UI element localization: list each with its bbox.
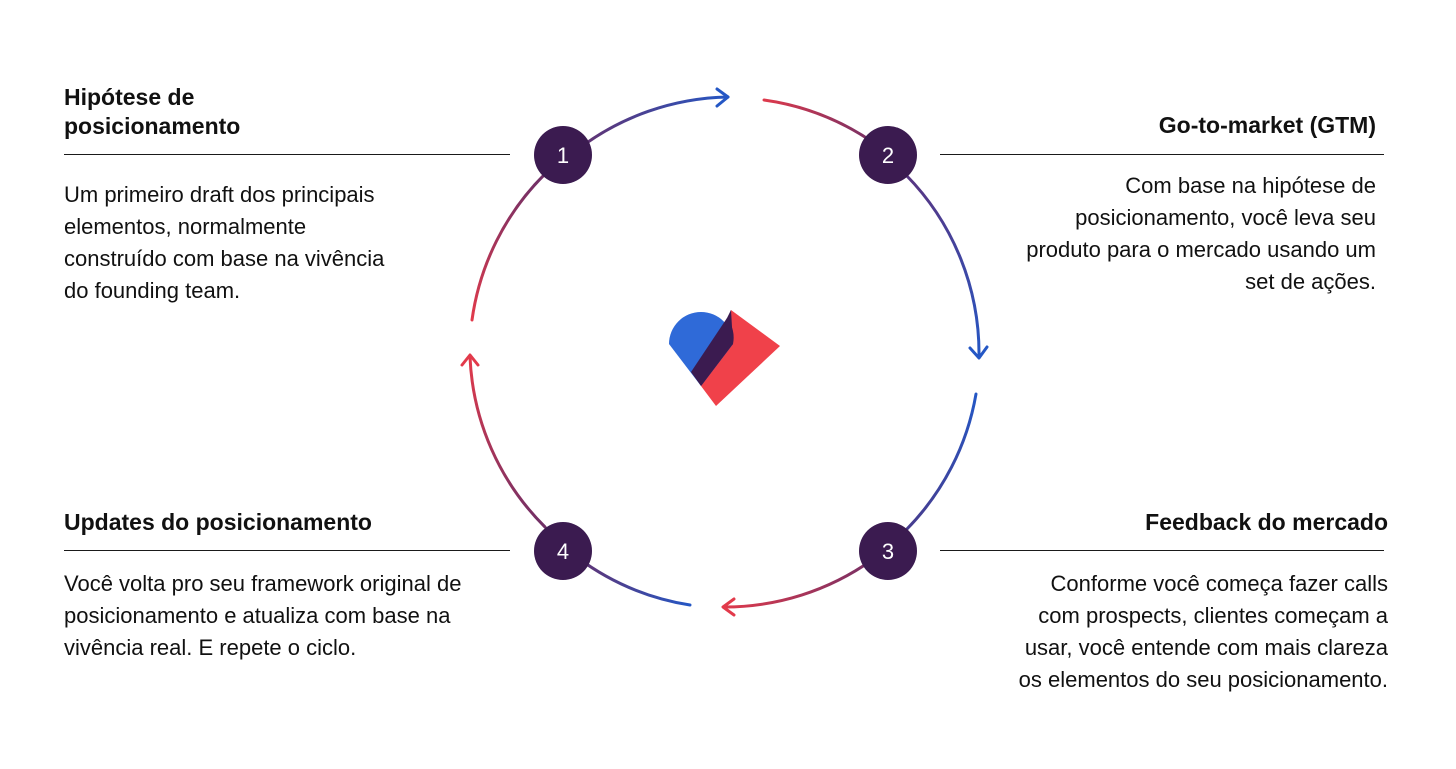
step-node-3: 3 [859,522,917,580]
step-title-3: Feedback do mercado [1145,509,1388,535]
step-description-3: Conforme você começa fazer calls com pro… [1018,571,1388,692]
arc-1-lead [470,172,547,322]
step-number-1: 1 [557,143,569,168]
arc-3-to-4 [722,558,874,609]
heart-logo-icon [669,310,780,406]
arc-4-to-1 [468,355,547,529]
step-number-3: 3 [882,539,894,564]
step-block-4: Updates do posicionamento Você volta pro… [64,508,504,708]
arrow-down-icon [968,345,989,360]
arrow-up-icon [460,353,480,367]
arrow-right-icon [715,87,730,108]
step-node-4: 4 [534,522,592,580]
step-title-4: Updates do posicionamento [64,509,372,535]
arc-4-lead [576,556,692,607]
arc-2-lead [762,98,876,145]
arc-1-to-2 [575,95,730,152]
divider-step-2 [940,154,1384,155]
arrow-left-icon [721,597,736,617]
step-number-2: 2 [882,143,894,168]
arc-2-to-3 [904,173,981,359]
step-description-1: Um primeiro draft dos principais element… [64,182,385,303]
step-block-1: Hipótese de posicionamento Um primeiro d… [64,83,504,343]
step-node-2: 2 [859,126,917,184]
divider-step-3 [940,550,1384,551]
step-block-2: Go-to-market (GTM) Com base na hipótese … [976,111,1376,311]
divider-step-1 [64,154,510,155]
step-number-4: 4 [557,539,569,564]
divider-step-4 [64,550,510,551]
step-title-2: Go-to-market (GTM) [1158,112,1376,138]
step-block-3: Feedback do mercado Conforme você começa… [988,508,1388,738]
step-description-4: Você volta pro seu framework original de… [64,571,462,660]
cycle-arcs [468,95,981,609]
step-node-1: 1 [534,126,592,184]
step-title-1: Hipótese de posicionamento [64,84,241,139]
step-description-2: Com base na hipótese de posicionamento, … [1026,173,1376,294]
arc-3-lead [904,392,978,532]
